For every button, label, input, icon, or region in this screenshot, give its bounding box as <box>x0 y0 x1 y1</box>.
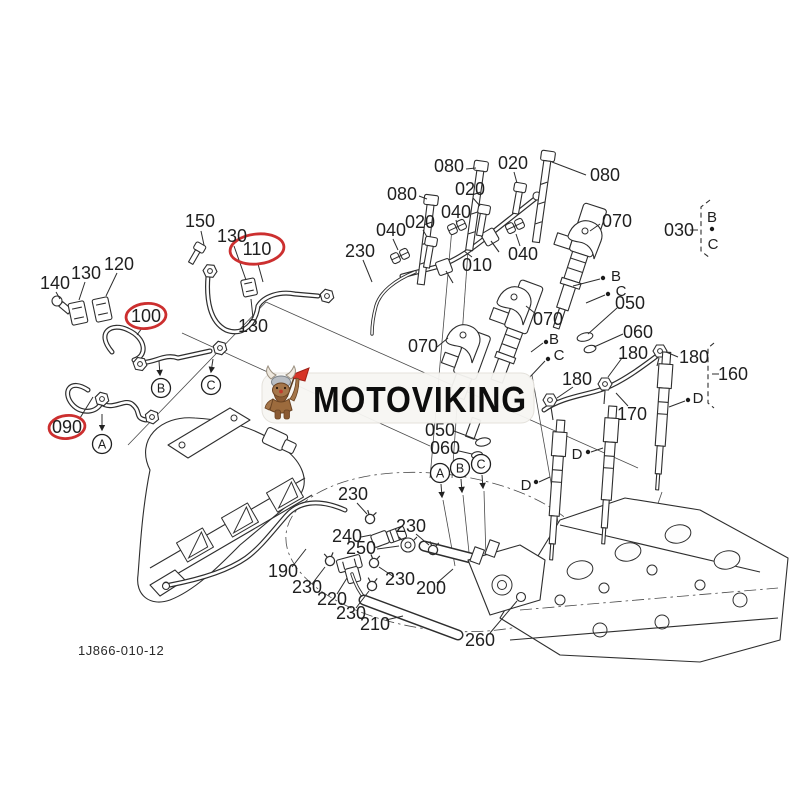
letter-label: B <box>707 209 717 226</box>
highlight-circle-090 <box>47 414 87 440</box>
injection-pipes-art <box>51 241 336 426</box>
part-label: 230 <box>338 484 368 504</box>
fuel-rail-art <box>370 149 556 336</box>
flow-arrows <box>98 358 486 499</box>
part-label: 080 <box>387 184 417 204</box>
part-label: 070 <box>533 309 563 329</box>
part-label: 180 <box>679 347 709 367</box>
part-label: 020 <box>405 212 435 232</box>
part-label: 180 <box>562 369 592 389</box>
leader-lines <box>55 161 719 634</box>
highlight-circle-110 <box>228 232 286 266</box>
part-label: 230 <box>336 603 366 623</box>
circled-letter-b1: B <box>150 377 172 399</box>
letter-label: D <box>521 477 532 494</box>
hose-cluster-art <box>161 500 546 641</box>
part-label: 010 <box>462 255 492 275</box>
part-label: 080 <box>434 156 464 176</box>
part-label: 260 <box>465 630 495 650</box>
watermark-brand-text: MOTOVIKING <box>313 379 527 420</box>
letter-label: B <box>611 268 621 285</box>
cylinder-head-art <box>499 497 789 663</box>
part-label: 150 <box>185 211 215 231</box>
circled-letter-b2: B <box>449 457 471 479</box>
svg-text:C: C <box>476 458 485 472</box>
letter-dot <box>709 226 715 232</box>
svg-text:A: A <box>98 438 107 452</box>
svg-text:B: B <box>456 462 464 476</box>
part-label: 050 <box>615 293 645 313</box>
circled-letter-c2: C <box>470 453 492 475</box>
intake-manifold-art <box>137 407 313 603</box>
part-label: 230 <box>345 241 375 261</box>
circled-letter-a1: A <box>91 433 113 455</box>
letter-label: D <box>693 390 704 407</box>
part-label: 240 <box>332 526 362 546</box>
viking-mascot-icon <box>264 364 310 420</box>
letter-dot <box>585 449 591 455</box>
part-label: 080 <box>590 165 620 185</box>
watermark-logo: MOTOVIKING <box>261 364 535 424</box>
circled-letter-c1: C <box>200 374 222 396</box>
part-label: 230 <box>385 569 415 589</box>
highlight-circles <box>47 232 286 440</box>
part-label: 180 <box>618 343 648 363</box>
letter-dot <box>545 356 551 362</box>
letter-dot <box>543 339 549 345</box>
part-label: 140 <box>40 273 70 293</box>
part-label: 250 <box>346 538 376 558</box>
letter-dot <box>533 479 539 485</box>
part-label: 070 <box>602 211 632 231</box>
circled-letters: A B C A B C <box>91 374 492 484</box>
part-label: 130 <box>71 263 101 283</box>
part-label: 160 <box>718 364 748 384</box>
part-label: 040 <box>376 220 406 240</box>
part-label: 020 <box>498 153 528 173</box>
part-label: 200 <box>416 578 446 598</box>
letter-dot <box>600 275 606 281</box>
glow-plugs-art <box>541 344 674 561</box>
part-labels: 080 020 080 080 020 040 020 040 040 070 … <box>40 153 748 650</box>
part-label: 040 <box>508 244 538 264</box>
svg-text:A: A <box>436 467 445 481</box>
part-label: 230 <box>396 516 426 536</box>
part-label-highlighted: 090 <box>52 417 82 437</box>
diagram-code: 1J866-010-12 <box>78 643 164 658</box>
letter-label: C <box>554 347 565 364</box>
part-label-highlighted: 100 <box>131 306 161 326</box>
circled-letter-a2: A <box>429 462 451 484</box>
part-label-highlighted: 110 <box>243 239 272 259</box>
letter-label: C <box>708 236 719 253</box>
part-label: 060 <box>623 322 653 342</box>
letter-labels: B C B C B C D D D <box>521 209 719 494</box>
part-label: 120 <box>104 254 134 274</box>
part-label: 130 <box>238 316 268 336</box>
group-brackets <box>700 199 715 409</box>
letter-dot <box>605 291 611 297</box>
part-label: 170 <box>617 404 647 424</box>
part-label: 070 <box>408 336 438 356</box>
part-label: 020 <box>455 179 485 199</box>
letter-label: D <box>572 446 583 463</box>
part-label: 210 <box>360 614 390 634</box>
letter-label: B <box>549 331 559 348</box>
part-label: 220 <box>317 589 347 609</box>
part-label: 190 <box>268 561 298 581</box>
letter-label: C <box>616 283 627 300</box>
part-label: 230 <box>292 577 322 597</box>
highlight-circle-100 <box>124 301 168 331</box>
part-label: 040 <box>441 202 471 222</box>
svg-text:C: C <box>206 379 215 393</box>
part-label: 060 <box>430 438 460 458</box>
part-label: 130 <box>217 226 247 246</box>
letter-dot <box>685 397 691 403</box>
watermark-plate <box>261 372 535 424</box>
injection-pump-art <box>467 539 546 616</box>
part-label: 050 <box>425 420 455 440</box>
svg-text:B: B <box>157 382 165 396</box>
part-label: 030 <box>664 220 694 240</box>
